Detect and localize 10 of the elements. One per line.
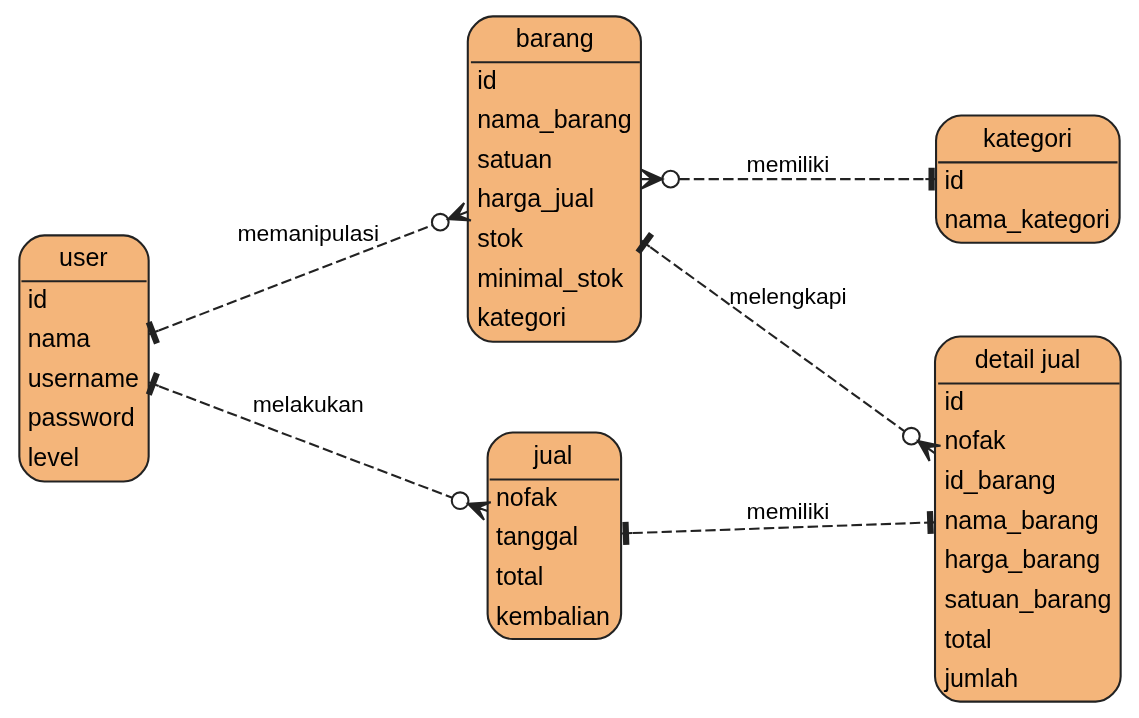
- edge-label: memiliki: [746, 497, 829, 524]
- edge-label: memanipulasi: [236, 220, 379, 247]
- edge-label: memiliki: [746, 151, 829, 178]
- connector: [145, 372, 492, 521]
- connector: [639, 167, 936, 191]
- connector: [621, 510, 934, 545]
- connector: [145, 201, 472, 345]
- edge-label: melakukan: [252, 391, 364, 418]
- connector: [635, 232, 942, 462]
- edge-label: melengkapi: [728, 282, 847, 309]
